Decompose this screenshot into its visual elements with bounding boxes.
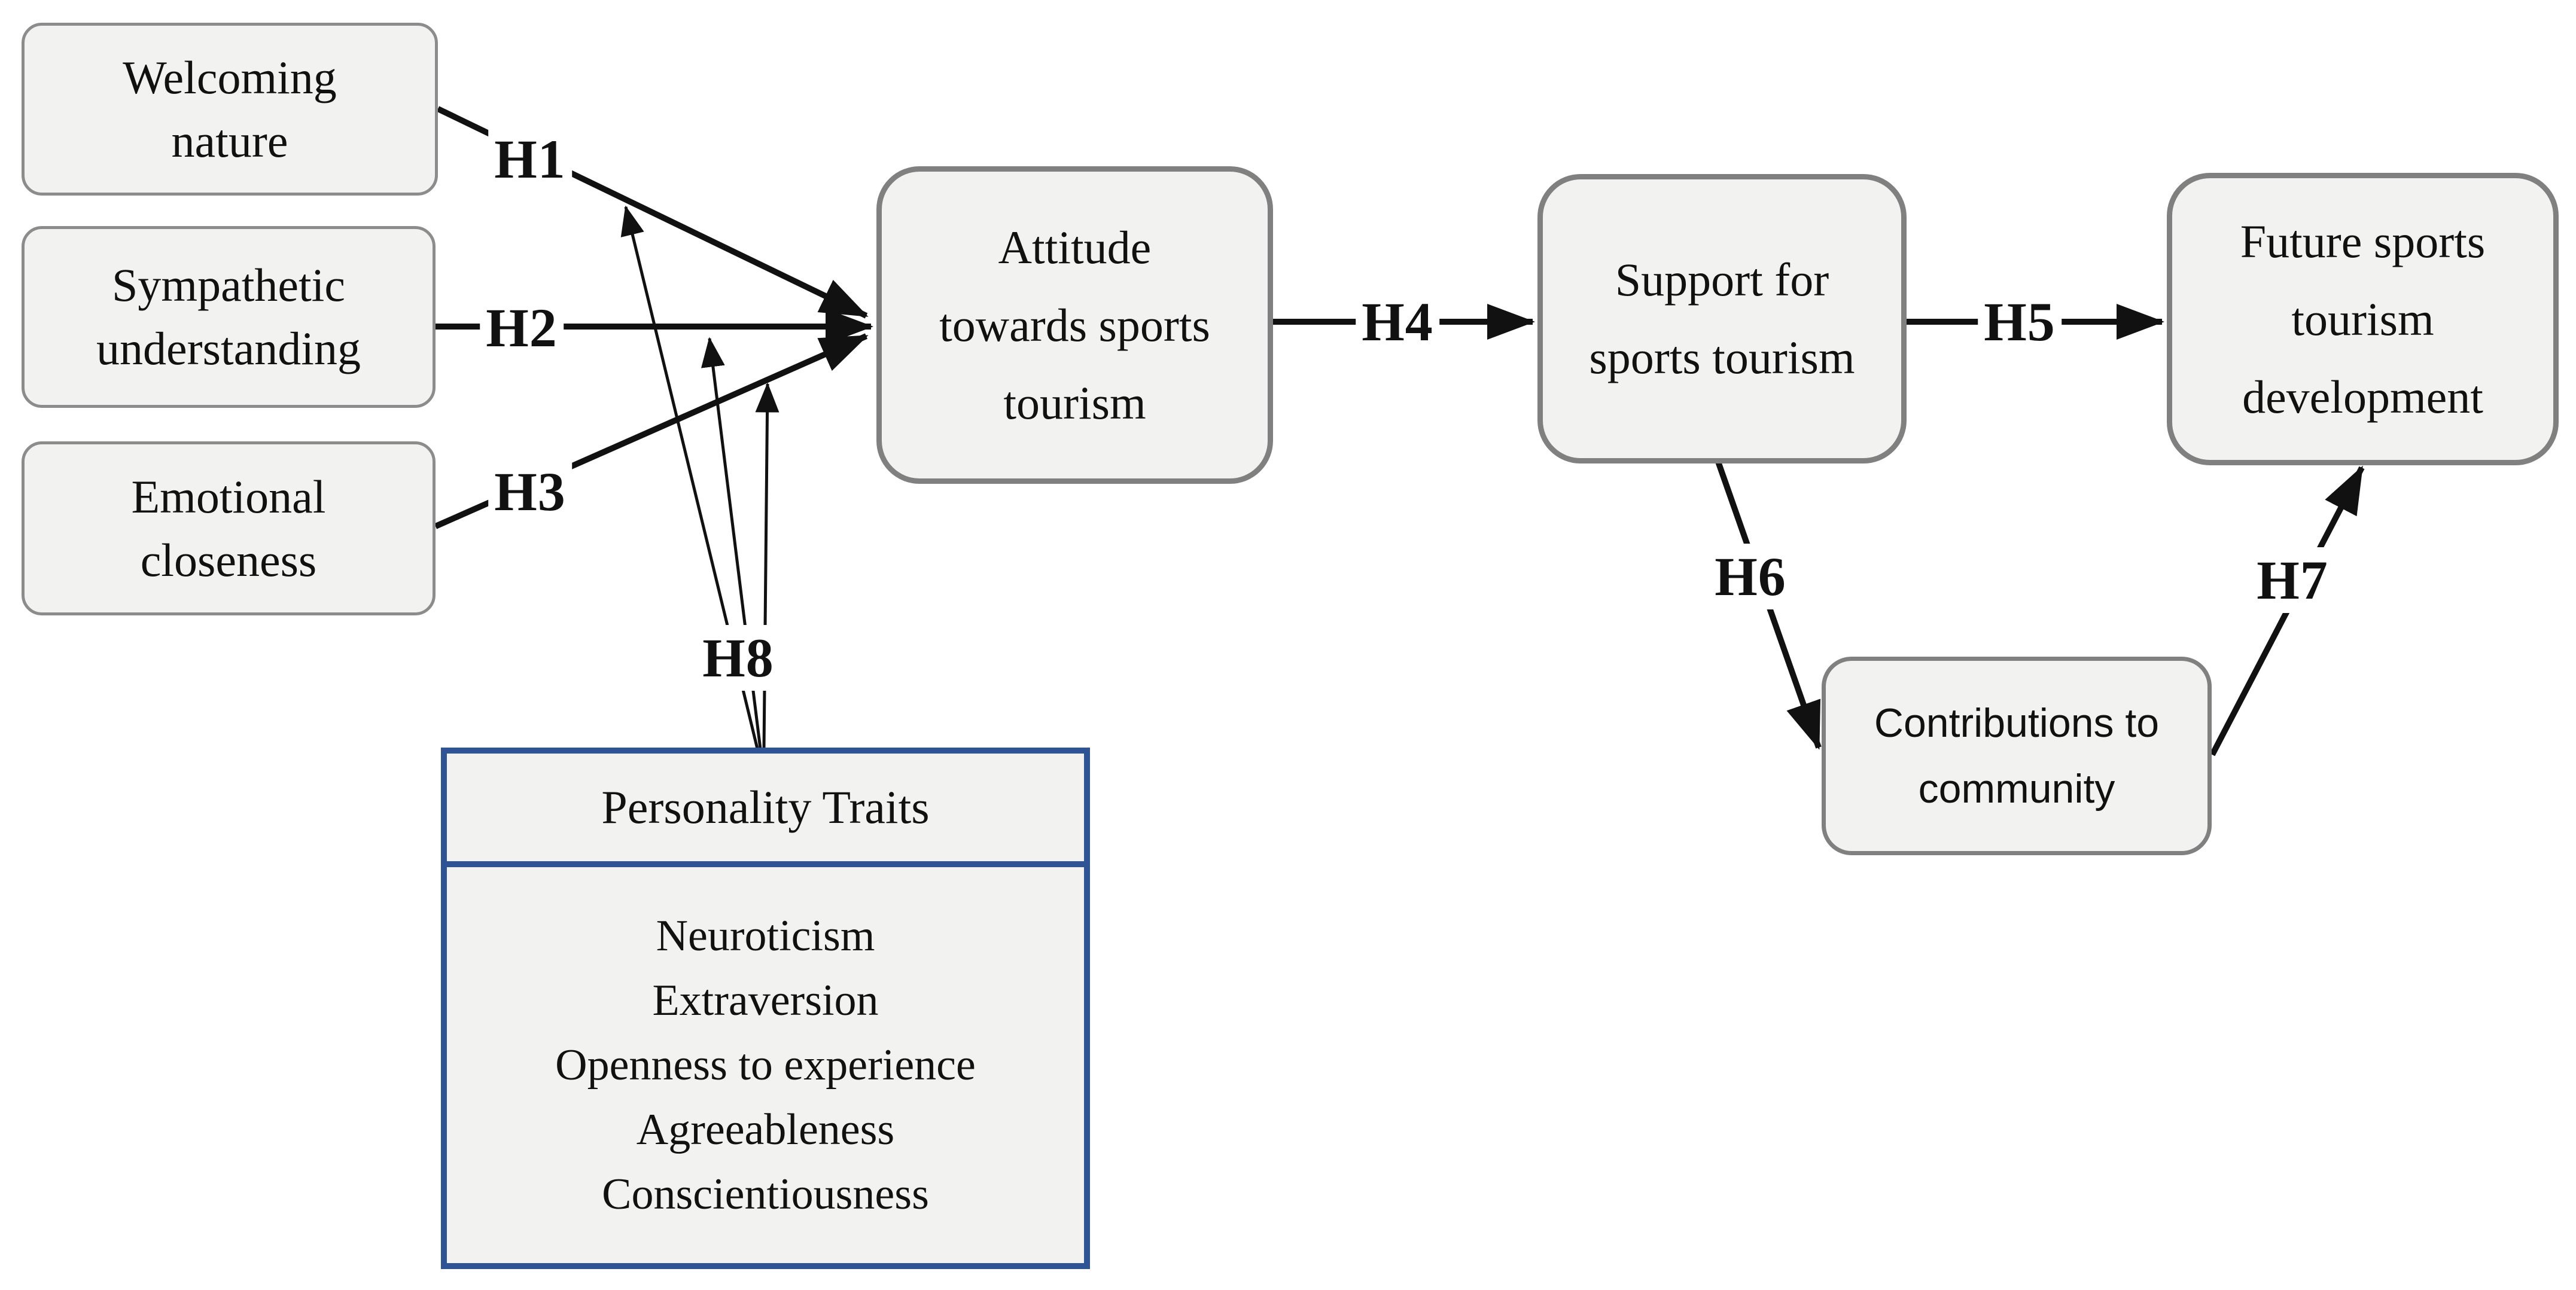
- node-contributions-line2: community: [1918, 766, 2115, 812]
- h3-label: H3: [488, 459, 572, 524]
- node-attitude-line2: towards sports: [939, 298, 1210, 351]
- trait-agreeableness: Agreeableness: [636, 1105, 895, 1154]
- node-future-line2: tourism: [2291, 292, 2434, 345]
- node-contributions-line1: Contributions to: [1874, 700, 2160, 746]
- personality-traits-title: Personality Traits: [447, 754, 1084, 867]
- node-future-sports-tourism-development: Future sports tourism development: [2167, 173, 2559, 465]
- node-attitude-line3: tourism: [1003, 376, 1146, 429]
- node-welcoming-nature: Welcoming nature: [22, 23, 438, 196]
- h8-arrow-to-h3: [755, 382, 780, 749]
- node-future-line3: development: [2242, 370, 2483, 423]
- h4-label: H4: [1356, 289, 1439, 355]
- node-support-line2: sports tourism: [1589, 331, 1855, 383]
- node-attitude-towards-sports-tourism: Attitude towards sports tourism: [876, 166, 1273, 484]
- node-emotional-closeness-line2: closeness: [140, 533, 317, 586]
- node-welcoming-nature-line1: Welcoming: [123, 51, 337, 103]
- h7-label: H7: [2251, 547, 2334, 613]
- trait-conscientiousness: Conscientiousness: [602, 1170, 929, 1219]
- h5-label: H5: [1978, 289, 2062, 355]
- node-sympathetic-understanding: Sympathetic understanding: [22, 226, 436, 408]
- h1-label: H1: [488, 126, 572, 192]
- trait-neuroticism: Neuroticism: [656, 911, 875, 960]
- h2-label: H2: [480, 295, 564, 361]
- node-contributions-to-community: Contributions to community: [1822, 657, 2212, 855]
- node-personality-traits: Personality Traits Neuroticism Extravers…: [441, 748, 1090, 1269]
- node-emotional-closeness-line1: Emotional: [131, 470, 326, 523]
- node-welcoming-nature-line2: nature: [171, 114, 288, 167]
- trait-extraversion: Extraversion: [652, 976, 879, 1025]
- trait-openness: Openness to experience: [555, 1041, 976, 1090]
- node-emotional-closeness: Emotional closeness: [22, 441, 436, 615]
- node-sympathetic-understanding-line2: understanding: [96, 322, 361, 374]
- node-support-for-sports-tourism: Support for sports tourism: [1537, 174, 1907, 463]
- node-future-line1: Future sports: [2240, 215, 2486, 267]
- node-sympathetic-understanding-line1: Sympathetic: [112, 259, 345, 311]
- node-attitude-line1: Attitude: [998, 221, 1152, 273]
- h8-label: H8: [696, 625, 780, 691]
- h6-label: H6: [1709, 544, 1792, 609]
- personality-traits-list: Neuroticism Extraversion Openness to exp…: [447, 867, 1084, 1263]
- node-support-line1: Support for: [1615, 254, 1829, 306]
